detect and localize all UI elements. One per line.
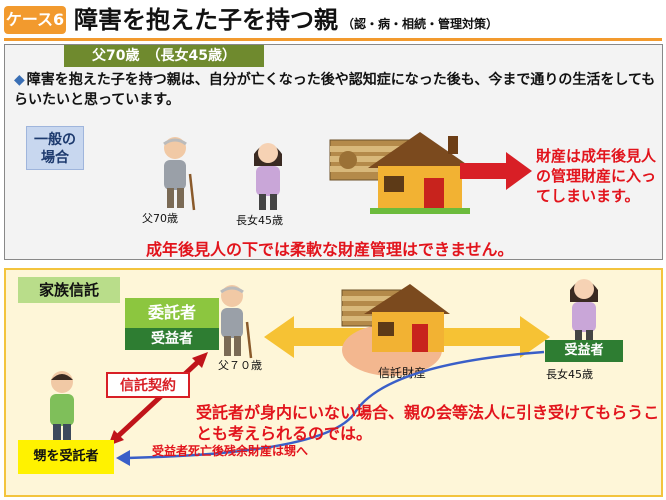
house-icon <box>368 132 472 214</box>
elderly-father-icon <box>163 137 196 211</box>
title-text: 障害を抱えた子を持つ親 <box>74 6 338 34</box>
header-divider <box>4 38 662 41</box>
father-caption: 父70歳 <box>142 212 178 225</box>
remainder-note: 受益者死亡後残余財産は甥へ <box>151 444 308 458</box>
case-subhead: 父70歳 （長女45歳） <box>64 45 264 67</box>
warning-text: 成年後見人の下では柔軟な財産管理はできません。 <box>146 240 514 259</box>
daughter-icon <box>254 143 282 210</box>
nephew-trustee-label: 甥を受託者 <box>18 440 114 474</box>
intro-body: 障害を抱えた子を持つ親は、自分が亡くなった後や認知症になった後も、今まで通りの生… <box>14 72 656 108</box>
elderly-father-icon <box>220 285 253 359</box>
case-label-line2: 場合 <box>41 150 69 166</box>
trust-property-label: 信託財産 <box>378 366 427 380</box>
trust-property-graphic <box>341 284 450 376</box>
family-trust-label: 家族信託 <box>18 277 120 303</box>
header <box>0 0 666 44</box>
diamond-bullet-icon: ◆ <box>14 72 25 88</box>
result-text: 財産は成年後見人の管理財産に入ってしまいます。 <box>536 147 657 205</box>
note-text: 受託者が身内にいない場合、親の会等法人に引き受けてもらうことも考えられるのでは。 <box>196 403 660 443</box>
title-subtitle: （認・病・相続・管理対策） <box>342 17 499 31</box>
beneficiary-label-right: 受益者 <box>545 340 623 362</box>
nephew-icon <box>50 371 74 444</box>
general-case-label: 一般の場合 <box>26 126 84 170</box>
father-caption-bottom: 父７０歳 <box>218 359 262 372</box>
red-arrow-icon <box>460 152 532 190</box>
blue-curve-arrow-icon <box>116 350 545 466</box>
case-badge: ケース6 <box>4 6 66 34</box>
page-title: 障害を抱えた子を持つ親 （認・病・相続・管理対策） <box>74 4 498 40</box>
trust-contract-label: 信託契約 <box>106 372 190 398</box>
daughter-icon <box>570 279 598 346</box>
daughter-caption: 長女45歳 <box>236 214 283 227</box>
beneficiary-label-left: 受益者 <box>125 328 219 350</box>
daughter-caption-bottom: 長女45歳 <box>546 368 593 381</box>
case-label-line1: 一般の <box>34 132 76 148</box>
intro-text: ◆障害を抱えた子を持つ親は、自分が亡くなった後や認知症になった後も、今まで通りの… <box>14 70 659 110</box>
settlor-label: 委託者 <box>125 298 219 328</box>
